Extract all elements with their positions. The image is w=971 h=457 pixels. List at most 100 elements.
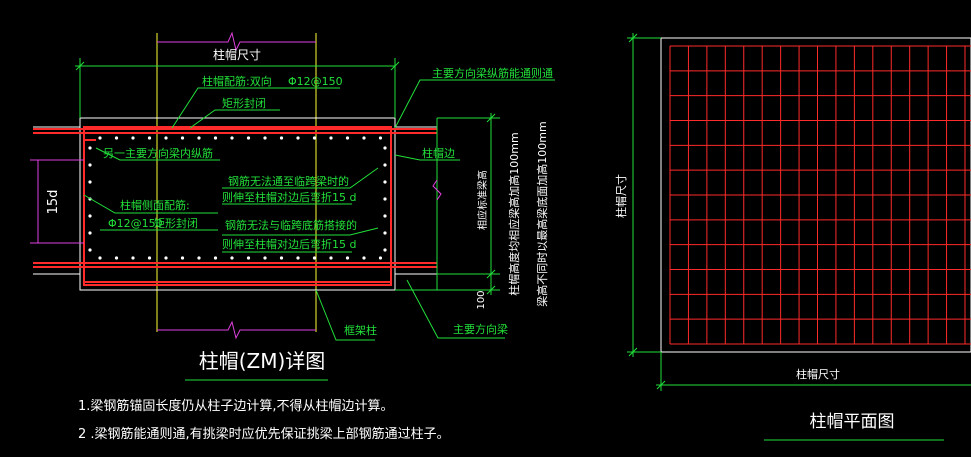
rebar-dot xyxy=(88,163,92,167)
rebar-dot xyxy=(279,256,284,260)
rebar-dots-bottom xyxy=(98,256,383,260)
label-side-closed: 矩形封闭 xyxy=(154,216,198,230)
rebar-dot xyxy=(383,231,387,235)
dim-top-tick-r xyxy=(390,61,400,71)
rebar-dot xyxy=(213,136,218,140)
rebar-dot xyxy=(345,136,350,140)
break-symbol-bottom xyxy=(157,320,316,340)
rebar-dot xyxy=(296,256,300,260)
note-1: 1.梁钢筋锚固长度仍从柱子边计算,不得从柱帽边计算。 xyxy=(78,398,394,414)
rebar-dot xyxy=(246,256,251,260)
rebar-dot xyxy=(164,136,168,140)
break-symbol-right xyxy=(432,179,442,201)
leader-bend2 xyxy=(222,227,379,236)
rebar-dot xyxy=(263,136,267,140)
bent-bar-3 xyxy=(83,139,96,210)
label-rebar: 柱帽配筋:双向 xyxy=(202,74,272,88)
rebar-dot xyxy=(279,136,284,140)
leader-other-dir xyxy=(95,147,220,161)
label-other-dir: 另一主要方向梁内纵筋 xyxy=(103,146,213,160)
rebar-dot xyxy=(329,136,333,140)
leader-side xyxy=(83,194,218,214)
rebar-dot xyxy=(98,136,102,140)
rebar-dot xyxy=(383,146,387,150)
dim-top-tick-l xyxy=(75,61,85,71)
rebar-dot xyxy=(164,256,168,260)
rebar-dot xyxy=(230,256,234,260)
leader-main-beam xyxy=(406,279,505,339)
plan-dim-bottom-text: 柱帽尺寸 xyxy=(796,367,840,381)
rebar-dot xyxy=(197,256,201,260)
note-2: 2 .梁钢筋能通则通,有挑梁时应优先保证挑梁上部钢筋通过柱子。 xyxy=(78,426,450,442)
leader-main-dir xyxy=(394,79,555,129)
label-bend2b: 则伸至柱帽对边后弯折15 d xyxy=(222,237,356,251)
dim-15d-text: 15d xyxy=(46,190,61,215)
vtext-standard-beam: 相应标准梁高 xyxy=(476,170,489,230)
plan-title: 柱帽平面图 xyxy=(810,412,895,432)
leader-closed xyxy=(189,109,280,129)
leader-bend1 xyxy=(222,167,379,189)
bent-bar-2 xyxy=(378,126,392,200)
label-bend1b: 则伸至柱帽对边后弯折15 d xyxy=(222,190,356,204)
label-closed: 矩形封闭 xyxy=(222,96,266,110)
plan-rebar-grid xyxy=(669,45,971,345)
leader-frame-col xyxy=(315,289,375,341)
rebar-dot xyxy=(114,136,119,140)
rebar-dot xyxy=(383,197,387,201)
rebar-dots-top xyxy=(98,136,383,140)
vtext-cap-height: 柱帽高度均相应梁高加高100mm xyxy=(507,132,521,295)
label-rebar-spec: Φ12@150 xyxy=(288,75,343,88)
rebar-dot xyxy=(263,256,267,260)
rebar-dot xyxy=(180,136,185,140)
rebar-dot xyxy=(362,136,366,140)
rebar-dot xyxy=(147,136,152,140)
rebar-dot xyxy=(312,136,317,140)
label-frame-col: 框架柱 xyxy=(344,323,377,337)
break-symbol-top xyxy=(157,31,316,52)
rebar-dot xyxy=(383,214,387,218)
rebar-dot xyxy=(180,256,185,260)
label-bend1a: 钢筋无法通至临跨梁时的 xyxy=(228,174,349,188)
vtext-different-height: 梁高不同时以最高梁底面加高100mm xyxy=(535,121,549,306)
plan-dim-left-tick-t xyxy=(628,33,638,43)
rebar-dot xyxy=(362,256,366,260)
plan-dim-bottom-tick xyxy=(656,380,666,390)
plan-outline xyxy=(660,37,971,353)
rebar-dot xyxy=(230,136,234,140)
rebar-dot xyxy=(345,256,350,260)
rebar-dot xyxy=(383,163,387,167)
rebar-dot xyxy=(383,180,387,184)
rebar-dot xyxy=(246,136,251,140)
rebar-dot xyxy=(378,136,383,140)
rebar-dot xyxy=(88,180,92,184)
detail-title: 柱帽(ZM)详图 xyxy=(199,349,326,373)
rebar-dot xyxy=(312,256,317,260)
vdim-tick-3 xyxy=(486,285,496,295)
rebar-dot xyxy=(197,136,201,140)
rebar-dot xyxy=(88,248,92,252)
rebar-dot xyxy=(131,136,135,140)
label-side-spec: Φ12@150 xyxy=(108,217,163,230)
rebar-dot xyxy=(88,146,92,150)
cap-plan-drawing: 柱帽尺寸 柱帽尺寸 柱帽平面图 xyxy=(614,33,971,441)
plan-dim-left-tick-b xyxy=(628,347,638,357)
rebar-dot xyxy=(378,256,383,260)
rebar-dot xyxy=(88,214,92,218)
plan-dim-left-text: 柱帽尺寸 xyxy=(614,174,628,218)
label-cap-edge: 柱帽边 xyxy=(422,146,455,160)
rebar-dot xyxy=(147,256,152,260)
label-side-rebar: 柱帽侧面配筋: xyxy=(120,198,190,212)
cap-detail-drawing: 柱帽尺寸 15d 柱帽配筋:双向 Φ12@150 矩形封闭 xyxy=(30,31,555,442)
rebar-dot xyxy=(88,231,92,235)
rebar-dot xyxy=(114,256,119,260)
rebar-dot xyxy=(213,256,218,260)
vdim-tick-1 xyxy=(486,113,496,123)
rebar-dot xyxy=(296,136,300,140)
bent-bar-1 xyxy=(83,235,391,283)
rebar-dot xyxy=(98,256,102,260)
vtext-100: 100 xyxy=(476,290,487,309)
cap-outline xyxy=(79,117,396,291)
leader-rebar xyxy=(171,87,340,129)
rebar-dot xyxy=(383,248,387,252)
